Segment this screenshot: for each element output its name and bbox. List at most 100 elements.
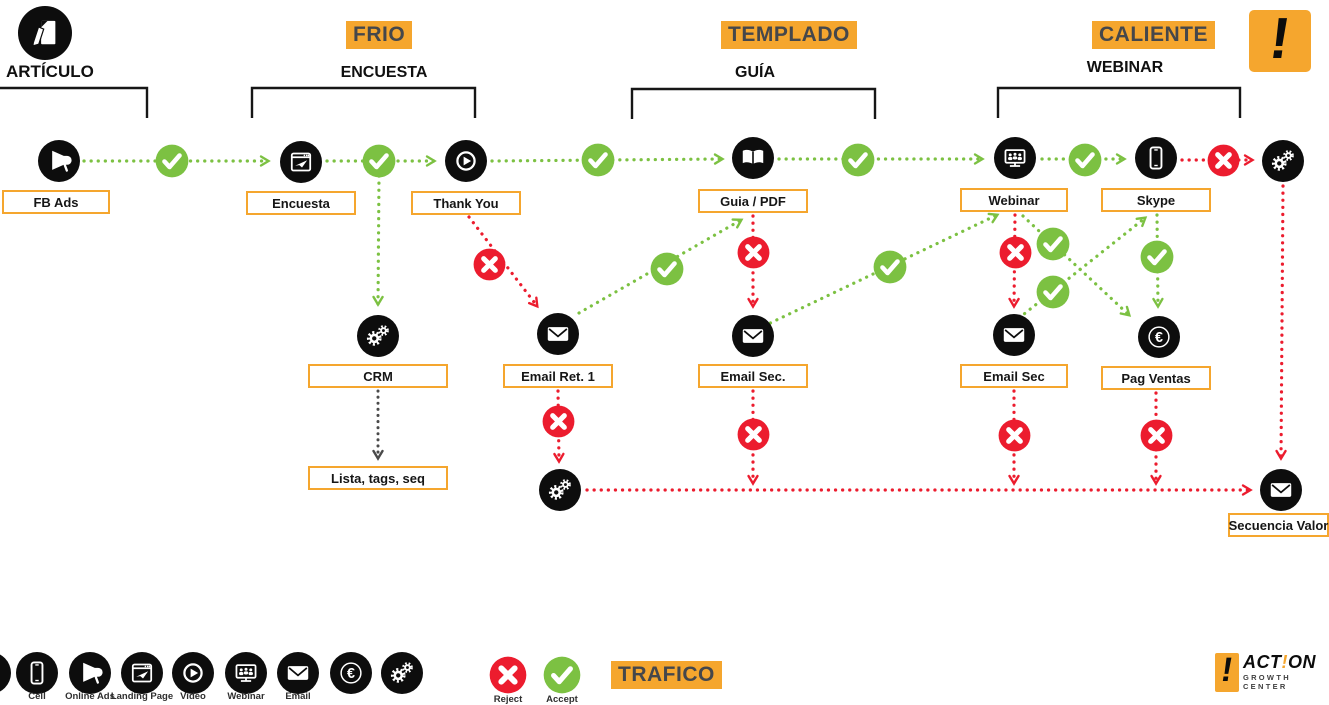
label-email-sec-right[interactable]: Email Sec bbox=[960, 364, 1068, 388]
accept-legend-label: Accept bbox=[546, 694, 578, 705]
envelope-icon bbox=[283, 658, 313, 688]
check-badge[interactable] bbox=[362, 144, 396, 178]
palette-euro[interactable] bbox=[330, 652, 372, 694]
reject-badge[interactable] bbox=[1140, 419, 1173, 452]
gears-icon bbox=[363, 321, 393, 351]
check-icon bbox=[362, 144, 396, 178]
check-icon bbox=[1140, 240, 1174, 274]
monitor-icon bbox=[231, 658, 261, 688]
gears-icon bbox=[1268, 146, 1298, 176]
reject-badge[interactable] bbox=[489, 656, 527, 694]
play-icon bbox=[451, 146, 481, 176]
megaphone-icon bbox=[44, 146, 74, 176]
check-badge[interactable] bbox=[581, 143, 615, 177]
reject-icon bbox=[489, 656, 527, 694]
check-badge[interactable] bbox=[650, 252, 684, 286]
label-thank-you[interactable]: Thank You bbox=[411, 191, 521, 215]
node-webinar[interactable] bbox=[994, 137, 1036, 179]
palette-label-megaphone: Online Ads bbox=[65, 691, 115, 702]
reject-badge[interactable] bbox=[737, 236, 770, 269]
envelope-icon bbox=[1266, 475, 1296, 505]
palette-megaphone[interactable] bbox=[69, 652, 111, 694]
label-email-sec-mid[interactable]: Email Sec. bbox=[698, 364, 808, 388]
node-skype[interactable] bbox=[1135, 137, 1177, 179]
label-guia-pdf[interactable]: Guia / PDF bbox=[698, 189, 808, 213]
check-badge[interactable] bbox=[1068, 143, 1102, 177]
stage-bracket bbox=[0, 86, 149, 118]
reject-icon bbox=[737, 418, 770, 451]
label-webinar[interactable]: Webinar bbox=[960, 188, 1068, 212]
check-badge[interactable] bbox=[873, 250, 907, 284]
stage-heading-guia: GUÍA bbox=[735, 64, 775, 81]
check-badge[interactable] bbox=[1036, 275, 1070, 309]
node-automation-top[interactable] bbox=[1262, 140, 1304, 182]
envelope-icon bbox=[999, 320, 1029, 350]
palette-article[interactable] bbox=[0, 652, 11, 694]
reject-badge[interactable] bbox=[737, 418, 770, 451]
stage-highlight-frio: FRIO bbox=[346, 21, 413, 49]
check-icon bbox=[543, 656, 581, 694]
reject-badge[interactable] bbox=[542, 405, 575, 438]
node-email-ret-1[interactable] bbox=[537, 313, 579, 355]
label-skype[interactable]: Skype bbox=[1101, 188, 1211, 212]
connector-arrow bbox=[1275, 184, 1287, 461]
reject-badge[interactable] bbox=[998, 419, 1031, 452]
palette-label-monitor: Webinar bbox=[227, 691, 265, 702]
stage-bracket bbox=[250, 86, 477, 118]
node-pag-ventas[interactable] bbox=[1138, 316, 1180, 358]
palette-gears[interactable] bbox=[381, 652, 423, 694]
label-fb-ads[interactable]: FB Ads bbox=[2, 190, 110, 214]
stage-highlight-templado: TEMPLADO bbox=[721, 21, 857, 49]
megaphone-icon bbox=[75, 658, 105, 688]
check-icon bbox=[873, 250, 907, 284]
label-secuencia-valor[interactable]: Secuencia Valor bbox=[1228, 513, 1329, 537]
label-encuesta[interactable]: Encuesta bbox=[246, 191, 356, 215]
check-badge[interactable] bbox=[155, 144, 189, 178]
reject-badge[interactable] bbox=[999, 236, 1032, 269]
palette-monitor[interactable] bbox=[225, 652, 267, 694]
node-email-sec-right[interactable] bbox=[993, 314, 1035, 356]
node-guia-pdf[interactable] bbox=[732, 137, 774, 179]
palette-play[interactable] bbox=[172, 652, 214, 694]
articulo-stage-icon bbox=[18, 6, 72, 60]
palette-envelope[interactable] bbox=[277, 652, 319, 694]
check-badge[interactable] bbox=[841, 143, 875, 177]
node-thank-you[interactable] bbox=[445, 140, 487, 182]
action-growth-center-logo: ! ACT!ON GROWTH CENTER bbox=[1215, 651, 1329, 692]
trafico-label: TRAFICO bbox=[611, 661, 722, 689]
reject-badge[interactable] bbox=[1207, 144, 1240, 177]
reject-icon bbox=[473, 248, 506, 281]
book-icon bbox=[738, 143, 768, 173]
palette-label-play: Video bbox=[180, 691, 206, 702]
gears-icon bbox=[387, 658, 417, 688]
node-automation-bottom[interactable] bbox=[539, 469, 581, 511]
stage-heading-articulo: ARTÍCULO bbox=[6, 62, 94, 81]
node-crm[interactable] bbox=[357, 315, 399, 357]
brand-subtitle: GROWTH CENTER bbox=[1242, 673, 1291, 691]
article-icon bbox=[26, 14, 64, 52]
check-badge[interactable] bbox=[543, 656, 581, 694]
palette-phone[interactable] bbox=[16, 652, 58, 694]
node-secuencia-valor[interactable] bbox=[1260, 469, 1302, 511]
label-lista-tags-seq[interactable]: Lista, tags, seq bbox=[308, 466, 448, 490]
connector-arrow bbox=[372, 174, 384, 307]
check-badge[interactable] bbox=[1140, 240, 1174, 274]
check-icon bbox=[841, 143, 875, 177]
label-pag-ventas[interactable]: Pag Ventas bbox=[1101, 366, 1211, 390]
label-email-ret-1[interactable]: Email Ret. 1 bbox=[503, 364, 613, 388]
reject-badge[interactable] bbox=[473, 248, 506, 281]
envelope-icon bbox=[543, 319, 573, 349]
stage-highlight-caliente: CALIENTE bbox=[1092, 21, 1215, 49]
exclamation-icon: ! bbox=[1266, 5, 1295, 71]
landing-icon bbox=[127, 658, 157, 688]
palette-landing[interactable] bbox=[121, 652, 163, 694]
node-email-sec-mid[interactable] bbox=[732, 315, 774, 357]
node-encuesta[interactable] bbox=[280, 141, 322, 183]
check-badge[interactable] bbox=[1036, 227, 1070, 261]
label-crm[interactable]: CRM bbox=[308, 364, 448, 388]
node-fb-ads[interactable] bbox=[38, 140, 80, 182]
reject-icon bbox=[999, 236, 1032, 269]
check-icon bbox=[1036, 275, 1070, 309]
